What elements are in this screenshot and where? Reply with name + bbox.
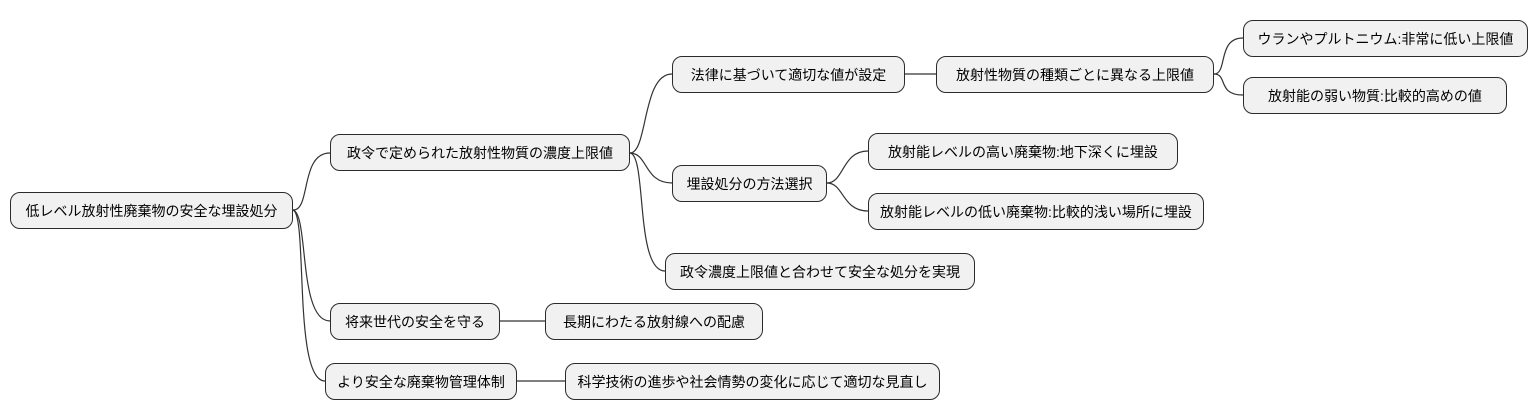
node-high-level-deep-burial[interactable]: 放射能レベルの高い廃棄物:地下深くに埋設 [868, 133, 1178, 170]
edge-ordinance-to-legal-basis [629, 73, 673, 154]
node-management-system[interactable]: より安全な廃棄物管理体制 [325, 363, 517, 400]
node-weak-radioactivity[interactable]: 放射能の弱い物質:比較的高めの値 [1243, 77, 1507, 114]
edge-method-to-low-level [826, 182, 869, 212]
node-future-generations[interactable]: 将来世代の安全を守る [330, 303, 500, 340]
edge-root-to-future-generations [292, 209, 331, 322]
edge-ordinance-to-safe-disposal [629, 152, 666, 272]
node-ordinance-limits[interactable]: 政令で定められた放射性物質の濃度上限値 [330, 134, 630, 171]
node-disposal-method[interactable]: 埋設処分の方法選択 [672, 165, 827, 202]
node-safe-disposal-realization[interactable]: 政令濃度上限値と合わせて安全な処分を実現 [665, 253, 975, 290]
node-type-specific-limits[interactable]: 放射性物質の種類ごとに異なる上限値 [936, 56, 1214, 93]
edge-root-to-ordinance-limits [292, 152, 331, 211]
node-longterm-radiation-care[interactable]: 長期にわたる放射線への配慮 [545, 303, 763, 340]
node-low-level-shallow-burial[interactable]: 放射能レベルの低い廃棄物:比較的浅い場所に埋設 [868, 193, 1204, 230]
node-scientific-review[interactable]: 科学技術の進歩や社会情勢の変化に応じて適切な見直し [565, 363, 940, 400]
node-uranium-plutonium[interactable]: ウランやプルトニウム:非常に低い上限値 [1243, 20, 1528, 57]
edge-type-limits-to-weak-substances [1213, 73, 1244, 96]
edge-root-to-management-system [292, 209, 326, 382]
node-root[interactable]: 低レベル放射性廃棄物の安全な埋設処分 [10, 192, 293, 229]
edge-ordinance-to-disposal-method [629, 152, 673, 184]
edge-type-limits-to-uranium [1213, 37, 1244, 75]
edge-method-to-high-level [826, 150, 869, 184]
node-legal-basis[interactable]: 法律に基づいて適切な値が設定 [672, 56, 905, 93]
